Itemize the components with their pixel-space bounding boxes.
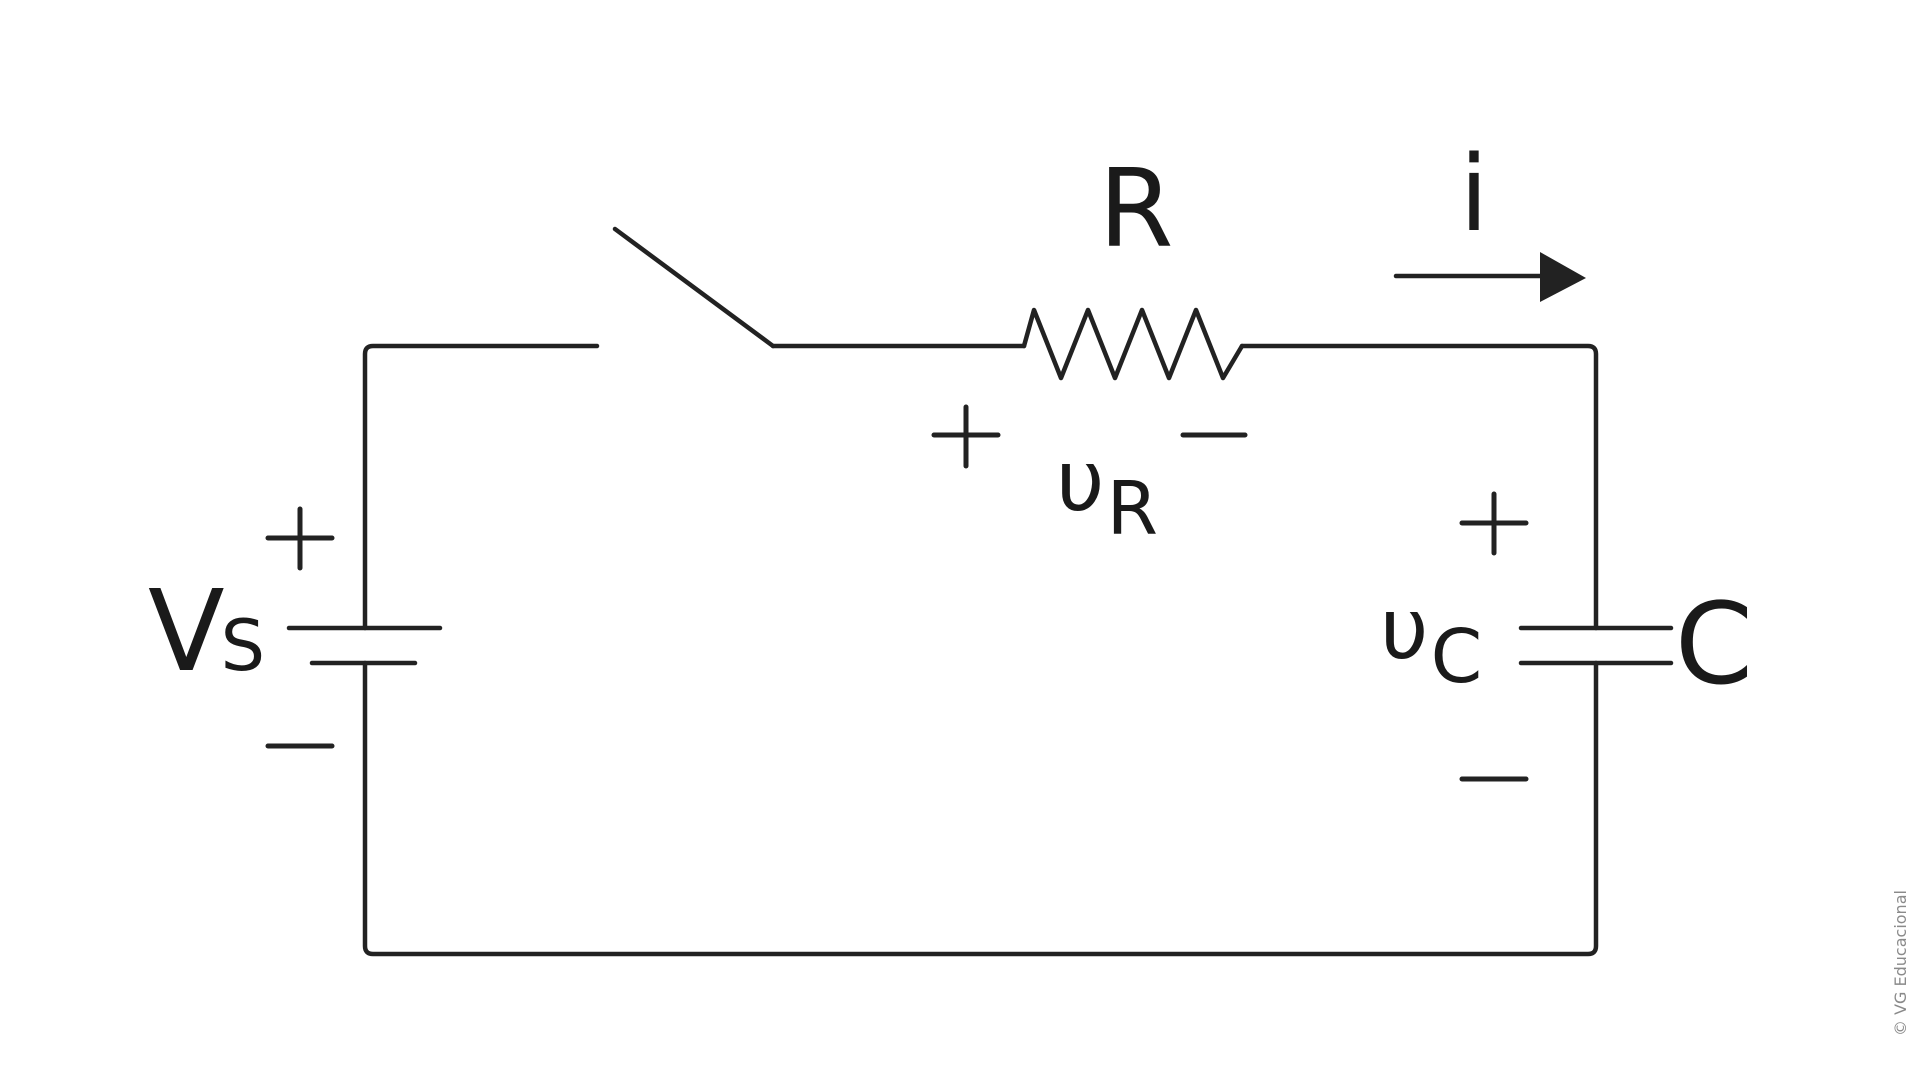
capacitor-voltage-label: υC <box>1380 580 1482 700</box>
resistor-zigzag <box>1021 307 1245 381</box>
copyright-credit: © VG Educacional <box>1891 890 1910 1036</box>
resistor-plus-sign <box>931 404 1001 469</box>
resistor-label: R <box>1098 147 1173 272</box>
resistor-voltage-label: υR <box>1056 432 1158 552</box>
wire-right-top <box>1239 343 1599 631</box>
current-label: i <box>1460 133 1489 255</box>
source-label: VS <box>148 567 265 697</box>
capacitor-label: C <box>1675 580 1753 710</box>
wire-left-top <box>362 343 600 631</box>
current-arrow-head <box>1540 252 1586 302</box>
switch-blade <box>612 226 776 349</box>
wire-bottom <box>362 660 1599 957</box>
capacitor-plus-sign <box>1459 491 1529 556</box>
source-plus-sign <box>265 506 335 571</box>
